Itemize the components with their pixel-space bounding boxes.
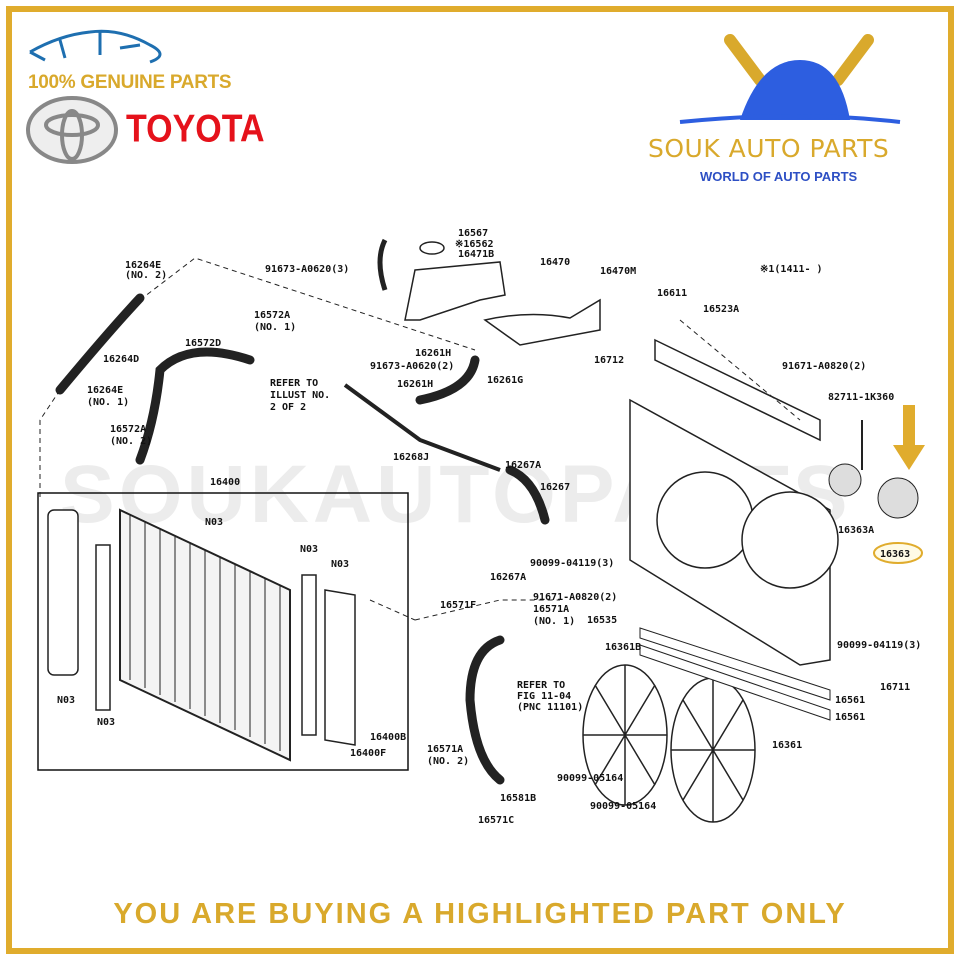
toyota-emblem-icon	[26, 96, 118, 164]
part-number-label: 16571C	[478, 815, 514, 826]
part-number-label: N03	[331, 559, 349, 570]
souk-brand-text: SOUK AUTO PARTS	[648, 134, 890, 163]
part-number-label: 16267A	[505, 460, 541, 471]
part-number-label: (NO. 1)	[87, 397, 129, 408]
part-number-label: 90099-05164	[557, 773, 623, 784]
part-number-label: 16611	[657, 288, 687, 299]
part-number-label: 16268J	[393, 452, 429, 463]
toyota-text: TOYOTA	[126, 107, 265, 151]
part-number-label: 16535	[587, 615, 617, 626]
dashed-leaders	[39, 257, 801, 621]
hoses	[55, 293, 550, 785]
genuine-parts-text: 100% GENUINE PARTS	[28, 72, 232, 93]
seal-strips	[639, 627, 831, 721]
gold-frame	[6, 6, 954, 954]
part-number-label: REFER TO	[270, 378, 318, 389]
part-number-label: (NO. 2)	[125, 270, 167, 281]
part-number-label: 16581B	[500, 793, 536, 804]
part-number-label: (NO. 1)	[254, 322, 296, 333]
part-number-label: ILLUST NO.	[270, 390, 330, 401]
part-number-label: 16572A	[110, 424, 146, 435]
part-number-label: N03	[205, 517, 223, 528]
part-number-label: FIG 11-04	[517, 691, 571, 702]
part-number-label: 16523A	[703, 304, 739, 315]
radiator-tanks	[47, 509, 356, 746]
footer-notice: YOU ARE BUYING A HIGHLIGHTED PART ONLY	[113, 898, 847, 930]
part-number-label: 16561	[835, 695, 865, 706]
part-number-label: N03	[57, 695, 75, 706]
souk-logo-icon	[679, 34, 901, 124]
part-number-label: 82711-1K360	[828, 392, 894, 403]
part-number-label: 16470	[540, 257, 570, 268]
part-number-label: 16712	[594, 355, 624, 366]
part-number-label: 90099-05164	[590, 801, 656, 812]
fan-blades	[582, 664, 756, 823]
part-number-label: 16400F	[350, 748, 386, 759]
part-number-label: 16264E	[87, 385, 123, 396]
car-logo-icon	[29, 29, 162, 64]
part-number-label: N03	[97, 717, 115, 728]
part-number-label: 90099-04119(3)	[530, 558, 614, 569]
part-number-label: 90099-04119(3)	[837, 640, 921, 651]
part-number-label: N03	[300, 544, 318, 555]
part-number-label: ※1(1411- )	[760, 264, 823, 275]
part-number-label: 16267A	[490, 572, 526, 583]
fan-motors	[828, 420, 919, 519]
part-number-label: 16571A	[533, 604, 569, 615]
part-number-label: 16264D	[103, 354, 139, 365]
part-number-label: 16261H	[397, 379, 433, 390]
part-number-label: 16361B	[605, 642, 641, 653]
part-number-label: 16571A	[427, 744, 463, 755]
reservoir-tank	[377, 238, 506, 321]
part-number-label: ※16562	[455, 239, 493, 250]
world-tagline: WORLD OF AUTO PARTS	[700, 169, 858, 184]
part-number-label: 16572D	[185, 338, 221, 349]
part-number-label: (NO. 2)	[110, 436, 152, 447]
part-number-label: 91673-A0620(3)	[265, 264, 349, 275]
part-number-label: 16363A	[838, 525, 874, 536]
highlight-arrow-icon	[893, 405, 925, 470]
part-number-label: 16571F	[440, 600, 476, 611]
part-number-label: 2 OF 2	[270, 402, 306, 413]
part-number-label: 91671-A0820(2)	[782, 361, 866, 372]
part-number-label: 16572A	[254, 310, 290, 321]
part-number-label: (PNC 11101)	[517, 702, 583, 713]
highlight-ellipse	[873, 542, 923, 564]
fan-shroud	[629, 338, 839, 666]
part-number-label: REFER TO	[517, 680, 565, 691]
part-number-label: 16261H	[415, 348, 451, 359]
pipe	[343, 383, 501, 472]
part-number-label: 16400	[210, 477, 240, 488]
part-number-label: 16471B	[458, 249, 494, 260]
part-number-label: 91671-A0820(2)	[533, 592, 617, 603]
part-number-label: 16561	[835, 712, 865, 723]
bracket	[483, 298, 601, 346]
radiator-assembly-box	[37, 492, 409, 771]
part-number-label: 16261G	[487, 375, 523, 386]
part-number-label: 16400B	[370, 732, 406, 743]
radiator-core	[119, 508, 291, 762]
part-number-label: 16361	[772, 740, 802, 751]
part-number-label: 16470M	[600, 266, 636, 277]
part-number-label: (NO. 1)	[533, 616, 575, 627]
part-number-label: 16567	[458, 228, 488, 239]
part-number-label: 91673-A0620(2)	[370, 361, 454, 372]
part-number-label: (NO. 2)	[427, 756, 469, 767]
part-number-label: 16267	[540, 482, 570, 493]
part-number-label: 16264E	[125, 260, 161, 271]
highlighted-part-label[interactable]: 16363	[880, 549, 910, 560]
part-number-label: 16711	[880, 682, 910, 693]
